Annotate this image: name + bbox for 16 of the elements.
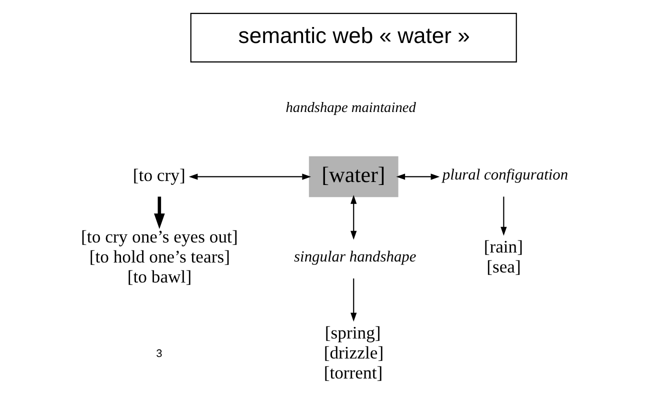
node-text: plural configuration [442, 166, 568, 184]
arrow [350, 278, 356, 322]
node-text: [spring] [drizzle] [torrent] [323, 322, 384, 382]
node-text: singular handshape [294, 248, 416, 265]
arrow [500, 196, 506, 236]
label: handshape maintained [285, 100, 416, 116]
arrow [396, 173, 440, 180]
node-box: [water] [308, 156, 398, 197]
label: 3 [156, 348, 162, 360]
node-text: [rain] [sea] [483, 236, 523, 276]
arrow [188, 173, 311, 180]
node-text: [to cry] [132, 164, 185, 184]
arrow [350, 194, 356, 240]
arrow [154, 196, 164, 228]
node-box: semantic web « water » [190, 12, 516, 62]
node-text: [to cry one’s eyes out] [to hold one’s tears] [to bawl] [80, 226, 238, 286]
